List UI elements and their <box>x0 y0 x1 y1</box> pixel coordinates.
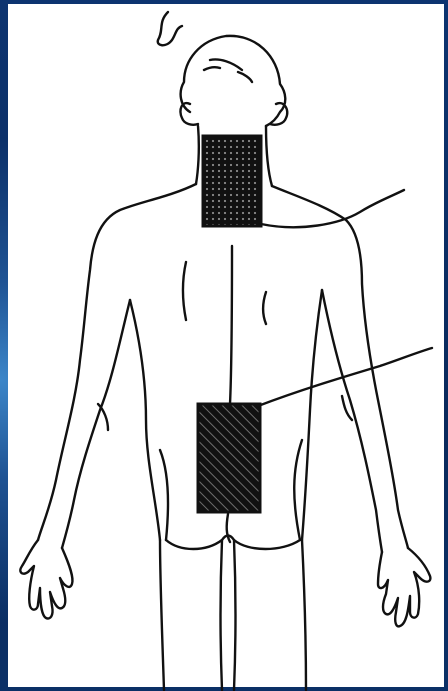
left-inner-arm <box>62 300 130 548</box>
left-hand <box>20 540 72 619</box>
right-thigh-outer <box>302 540 306 690</box>
right-hand <box>378 548 430 626</box>
lumbar-electrode-pad <box>198 404 260 512</box>
elbow-left <box>98 404 108 430</box>
head-hair-lines <box>204 59 252 82</box>
neck-right <box>266 126 272 186</box>
gluteal-cleft <box>227 514 230 542</box>
neck-electrode-pad <box>203 136 261 226</box>
hip-left <box>160 450 168 540</box>
left-scapula <box>183 262 186 320</box>
right-scapula <box>263 292 266 324</box>
torso-right-side <box>302 290 322 540</box>
lumbar-pad-wire <box>258 348 432 406</box>
torso-left-side <box>130 300 160 540</box>
neck-left <box>196 126 199 184</box>
left-thigh-outer <box>160 540 164 690</box>
spine-line <box>230 246 232 404</box>
hip-right <box>294 440 302 540</box>
left-shoulder-arm <box>38 184 196 540</box>
neck-pad-wire <box>261 190 404 227</box>
inner-legs <box>221 540 236 690</box>
head-outline <box>181 36 286 126</box>
hair-wisp <box>158 12 182 45</box>
